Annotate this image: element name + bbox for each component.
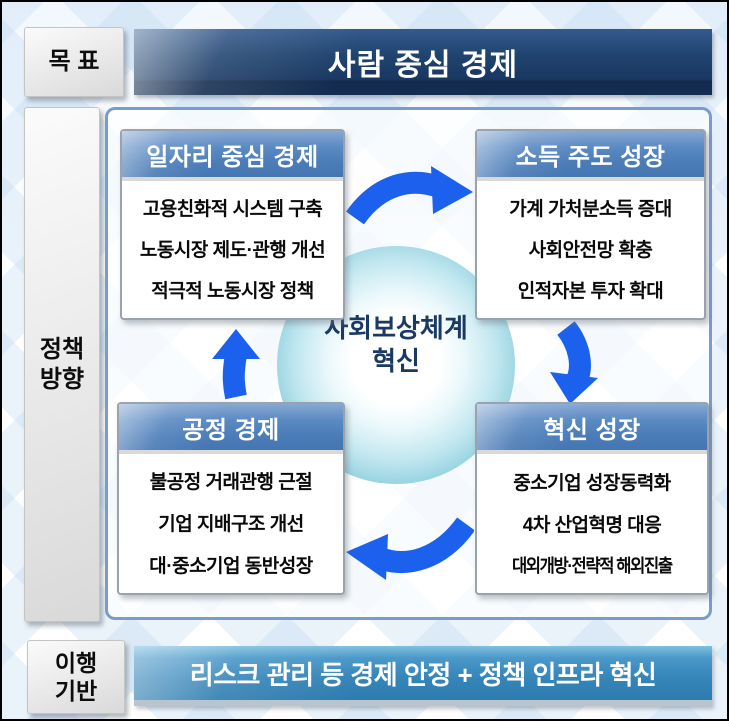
policy-direction-line2: 방향 [39,365,85,393]
arrow-right-icon [346,166,473,225]
quadrant-title: 공정 경제 [182,416,280,444]
quadrant-innovation: 혁신 성장 중소기업 성장동력화 4차 산업혁명 대응 대외개방·전략적 해외진… [475,402,709,595]
arrow-up-icon [212,329,260,400]
policy-direction-plate: 정책 방향 [24,107,100,622]
goal-title-bar: 사람 중심 경제 [134,29,712,95]
quadrant-title: 혁신 성장 [543,416,641,444]
quadrant-innovation-header: 혁신 성장 [477,404,707,454]
policy-item: 불공정 거래관행 근절 [149,472,313,494]
policy-item: 적극적 노동시장 정책 [151,281,314,302]
quadrant-fair: 공정 경제 불공정 거래관행 근절 기업 지배구조 개선 대·중소기업 동반성장 [117,402,345,595]
center-text: 사회보상체계 혁신 [277,312,515,377]
goal-title: 사람 중심 경제 [327,49,519,82]
arrow-left-icon [346,517,474,580]
policy-direction-line1: 정책 [39,336,85,364]
policy-item: 대·중소기업 동반성장 [149,555,313,577]
center-line1: 사회보상체계 [324,313,468,343]
policy-item: 기업 지배구조 개선 [158,513,304,535]
foundation-label-plate: 이행 기반 [27,640,125,714]
policy-item: 대외개방·전략적 해외진출 [512,555,673,576]
quadrant-income-header: 소득 주도 성장 [477,131,704,181]
arrow-down-icon [550,321,598,404]
policy-item: 중소기업 성장동력화 [513,472,671,494]
policy-item: 노동시장 제도·관행 개선 [139,240,326,261]
goal-label: 목 표 [48,48,100,76]
foundation-bar-text: 리스크 관리 등 경제 안정 + 정책 인프라 혁신 [189,659,657,690]
policy-item: 4차 산업혁명 대응 [522,514,662,536]
quadrant-jobs-header: 일자리 중심 경제 [122,131,343,181]
goal-label-plate: 목 표 [24,27,124,97]
foundation-line2: 기반 [54,678,98,704]
foundation-bar: 리스크 관리 등 경제 안정 + 정책 인프라 혁신 [134,646,712,706]
quadrant-title: 일자리 중심 경제 [146,143,319,171]
center-line2: 혁신 [372,345,420,376]
quadrant-fair-header: 공정 경제 [119,404,343,454]
quadrant-jobs: 일자리 중심 경제 고용친화적 시스템 구축 노동시장 제도·관행 개선 적극적… [120,129,345,320]
quadrant-title: 소득 주도 성장 [515,143,666,171]
quadrant-income: 소득 주도 성장 가계 가처분소득 증대 사회안전망 확충 인적자본 투자 확대 [475,129,706,320]
policy-item: 고용친화적 시스템 구축 [142,199,323,220]
policy-item: 가계 가처분소득 증대 [509,199,672,220]
policy-item: 인적자본 투자 확대 [517,281,664,302]
foundation-line1: 이행 [54,649,98,676]
policy-item: 사회안전망 확충 [528,240,653,261]
